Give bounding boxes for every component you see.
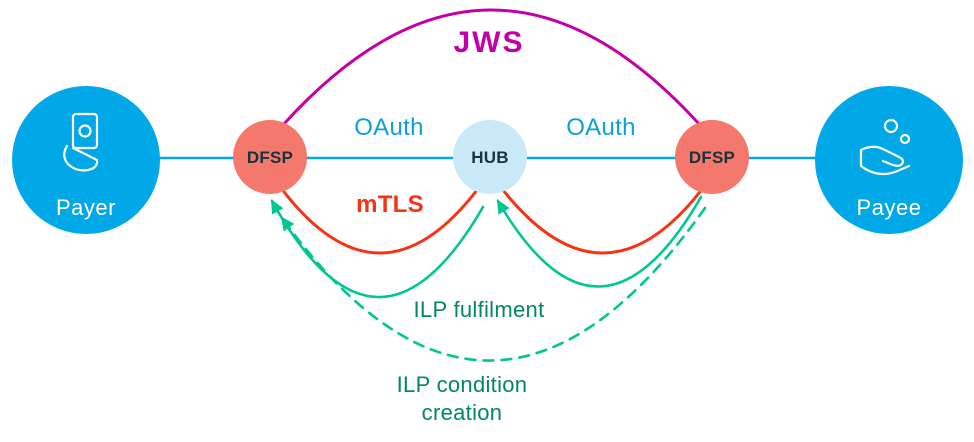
- money-in-hand-icon: [63, 112, 99, 172]
- ilp-fulfilment-arc-left: [270, 199, 485, 299]
- hub-node: [453, 120, 527, 194]
- ilp-condition-label-line2: creation: [422, 400, 503, 425]
- oauth-left-label: OAuth: [354, 114, 424, 141]
- hub-label: HUB: [471, 148, 508, 167]
- dfsp-left-label: DFSP: [247, 148, 293, 167]
- payee-node: [815, 86, 963, 234]
- jws-label: JWS: [453, 26, 524, 59]
- dfsp-right-label: DFSP: [689, 148, 735, 167]
- ilp-condition-creation-arc: [280, 206, 707, 362]
- ilp-condition-label-line1: ILP condition: [397, 372, 528, 397]
- payee-label: Payee: [857, 195, 922, 220]
- oauth-right-label: OAuth: [566, 114, 636, 141]
- jws-arc: [281, 8, 702, 127]
- dfsp-left-node: [233, 120, 307, 194]
- payer-node: [12, 86, 160, 234]
- ilp-fulfilment-arc-right: [496, 195, 703, 288]
- mtls-label: mTLS: [356, 191, 424, 218]
- payer-label: Payer: [56, 195, 116, 220]
- ilp-fulfilment-label: ILP fulfilment: [414, 297, 545, 322]
- receive-coins-icon: [859, 118, 911, 176]
- mtls-arc-right: [501, 186, 705, 255]
- dfsp-right-node: [675, 120, 749, 194]
- mtls-arc-left: [279, 186, 479, 255]
